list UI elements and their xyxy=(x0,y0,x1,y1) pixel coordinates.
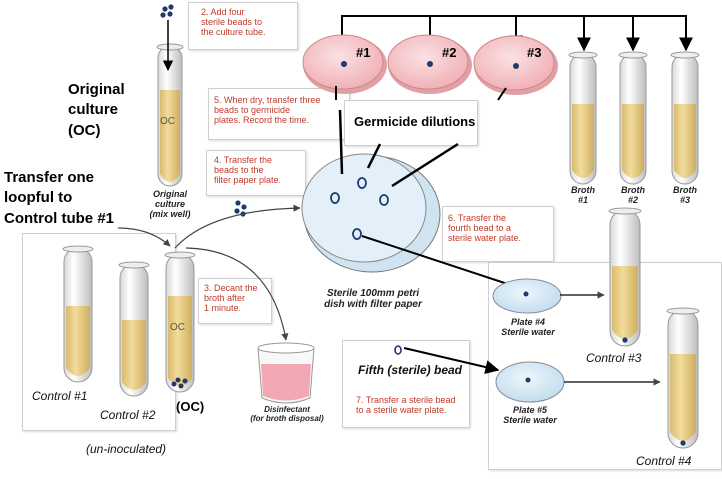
arrow-fifth-bead-to-plate5 xyxy=(403,347,500,374)
oc-bottom-label: (OC) xyxy=(176,399,205,414)
control-3-tube xyxy=(608,207,642,347)
step5-box xyxy=(208,88,350,140)
broth-tube-3 xyxy=(670,51,700,185)
control-4-label: Control #4 xyxy=(636,454,692,468)
plate-4-label: Plate #4 Sterile water xyxy=(501,317,555,337)
step2-box xyxy=(188,2,298,50)
broth-tube-1 xyxy=(568,51,598,185)
control-1-tube xyxy=(62,245,94,383)
beads-above-tube xyxy=(160,4,174,18)
disinfectant-beaker xyxy=(257,342,315,404)
step-7-text: 7. Transfer a sterile bead to a sterile … xyxy=(356,395,456,415)
step-4-text: 4. Transfer the beads to the filter pape… xyxy=(214,155,282,185)
transfer-loopful-label: Transfer one loopful to Control tube #1 xyxy=(4,169,115,227)
sterile-petri-label: Sterile 100mm petri dish with filter pap… xyxy=(324,288,422,310)
fifth-bead-label: Fifth (sterile) bead xyxy=(358,363,463,377)
step4-box xyxy=(206,150,306,196)
arrow-tube-to-dish xyxy=(174,204,301,249)
control-3-label: Control #3 xyxy=(586,351,642,365)
germicide-plate-2 xyxy=(387,34,472,94)
control-4-tube xyxy=(666,307,700,449)
original-culture-tube xyxy=(156,43,184,187)
original-culture-label: Original culture (OC) xyxy=(68,81,125,139)
step-3-text: 3. Decant the broth after 1 minute. xyxy=(204,283,258,313)
arrow-loopful xyxy=(117,227,171,247)
step-5-text: 5. When dry, transfer three beads to ger… xyxy=(214,95,321,125)
plate-4 xyxy=(492,278,562,314)
uninoculated-label: (un-inoculated) xyxy=(86,442,167,456)
broth-tube-2 xyxy=(618,51,648,185)
germicide-plate-3 xyxy=(473,35,558,95)
filter-paper-petri-dish xyxy=(301,153,441,273)
original-culture-caption: Original culture (mix well) xyxy=(149,189,191,219)
oc-tube-decanted xyxy=(164,251,196,393)
step3-box xyxy=(198,278,272,324)
plate-2-label: #2 xyxy=(442,45,457,60)
broth-3-label: Broth #3 xyxy=(673,185,697,205)
control-1-label: Control #1 xyxy=(32,389,88,403)
oc-tube-mark: OC xyxy=(160,116,175,127)
control1-2-panel xyxy=(22,233,176,431)
germicide-plate-1 xyxy=(302,34,387,94)
broth-2-label: Broth #2 xyxy=(621,185,645,205)
germicide-dilutions-label: Germicide dilutions xyxy=(354,114,476,129)
oc-decanted-mark: OC xyxy=(170,322,185,333)
control-2-tube xyxy=(118,261,150,397)
fifth-bead-icon xyxy=(394,345,402,355)
disinfectant-label: Disinfectant (for broth disposal) xyxy=(250,405,324,423)
step6-box xyxy=(442,206,554,262)
step-6-text: 6. Transfer the fourth bead to a sterile… xyxy=(448,213,522,243)
germicide-dilutions-box xyxy=(344,100,478,146)
plate-3-label: #3 xyxy=(527,45,542,60)
plate-5 xyxy=(495,361,565,403)
arrow-bead4-to-plate4 xyxy=(361,235,528,293)
fifth-bead-box xyxy=(342,340,470,428)
step-2-text: 2. Add four sterile beads to the culture… xyxy=(201,7,266,37)
dish-to-plate-lines xyxy=(335,86,507,101)
dilution-to-dish-lines xyxy=(338,109,459,188)
arrow-decant xyxy=(185,247,289,341)
control-2-label: Control #2 xyxy=(100,408,156,422)
plate-1-label: #1 xyxy=(356,45,371,60)
plate-5-label: Plate #5 Sterile water xyxy=(503,405,557,425)
broth-1-label: Broth #1 xyxy=(571,185,595,205)
